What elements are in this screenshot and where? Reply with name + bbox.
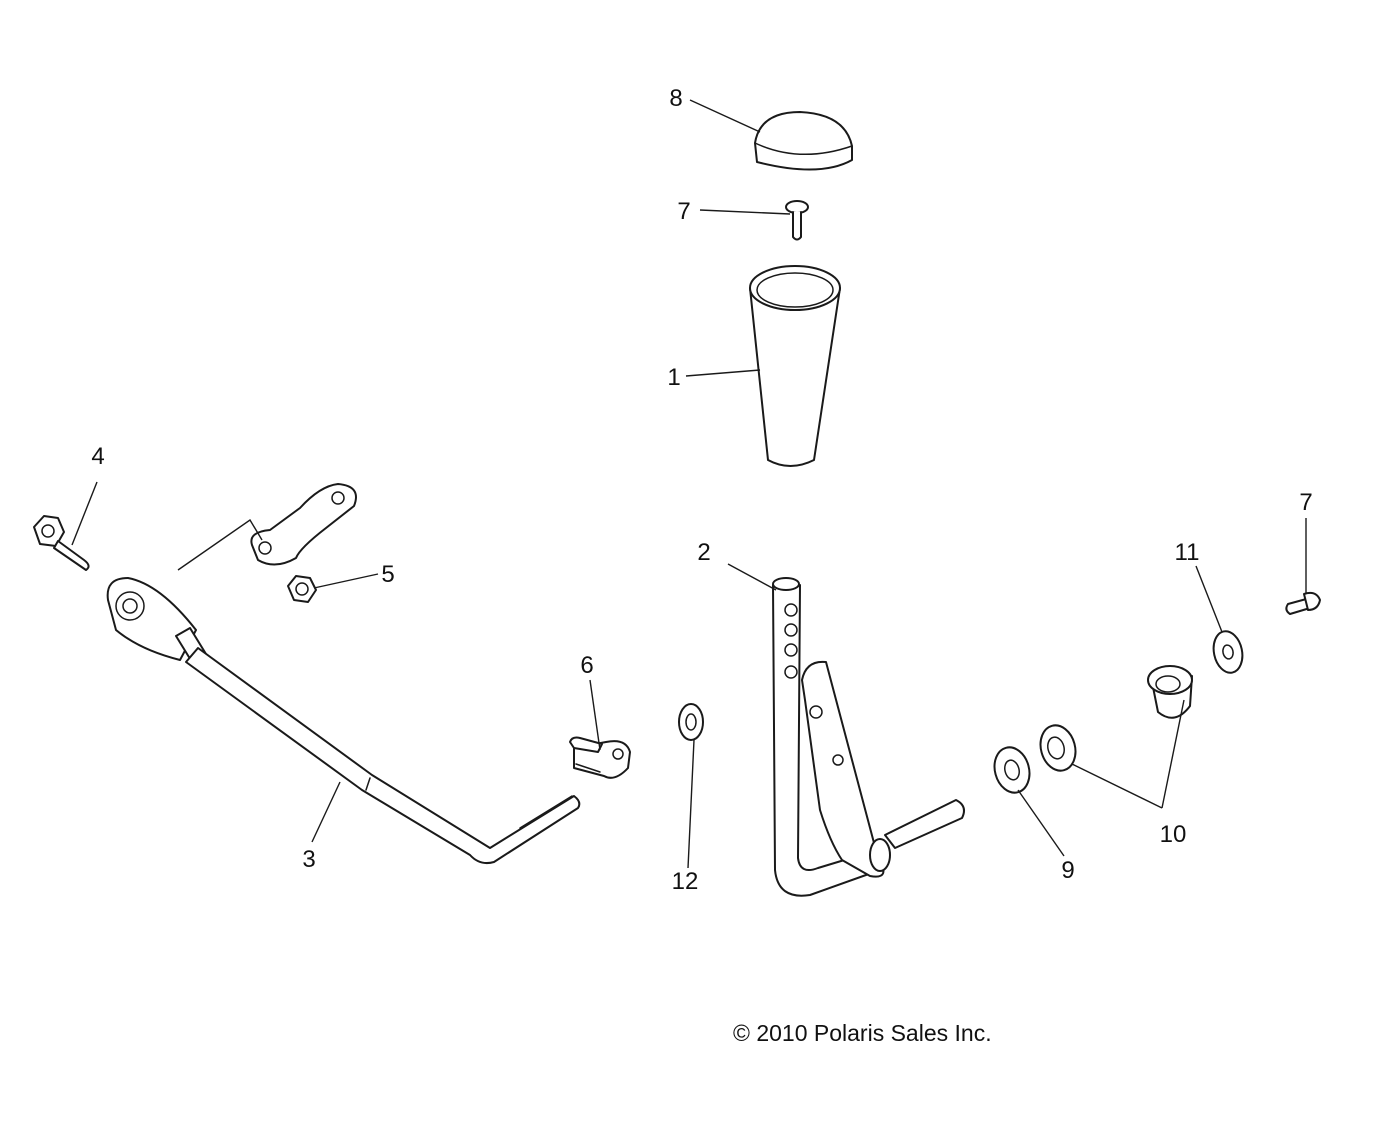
part-11-washer [1212, 630, 1244, 674]
callout-6: 6 [580, 652, 593, 679]
callout-2: 2 [697, 539, 710, 566]
callout-9: 9 [1061, 857, 1074, 884]
part-1-knob-sleeve [749, 265, 841, 467]
callout-11: 11 [1175, 539, 1200, 566]
part-8-knob-cap [754, 111, 853, 171]
callout-10: 10 [1160, 821, 1187, 848]
callout-8: 8 [669, 85, 682, 112]
part-9-washer [993, 746, 1031, 794]
part-2-shift-lever [772, 577, 965, 897]
callout-1: 1 [667, 364, 680, 391]
callout-4: 4 [91, 443, 104, 470]
callout-7-right: 7 [1299, 489, 1312, 516]
part-3-shift-rod [106, 577, 581, 865]
part-6-clip [569, 736, 631, 779]
bracket-plate [250, 483, 357, 566]
part-10-bushing-rear [1147, 665, 1193, 719]
callout-3: 3 [302, 846, 315, 873]
part-7-screw-top [785, 200, 809, 241]
copyright-notice: © 2010 Polaris Sales Inc. [733, 1020, 992, 1046]
leader-lines [71, 99, 1307, 869]
callout-5: 5 [381, 561, 394, 588]
callouts: 8 7 1 4 5 6 2 3 12 9 10 11 7 [91, 85, 1312, 895]
part-10-bushing-front [1039, 724, 1077, 772]
part-4-bolt [33, 515, 90, 571]
part-12-washer [678, 703, 704, 741]
callout-7-top: 7 [677, 198, 690, 225]
callout-12: 12 [672, 868, 699, 895]
part-7-screw-right [1285, 591, 1321, 615]
part-5-nut [287, 575, 317, 603]
